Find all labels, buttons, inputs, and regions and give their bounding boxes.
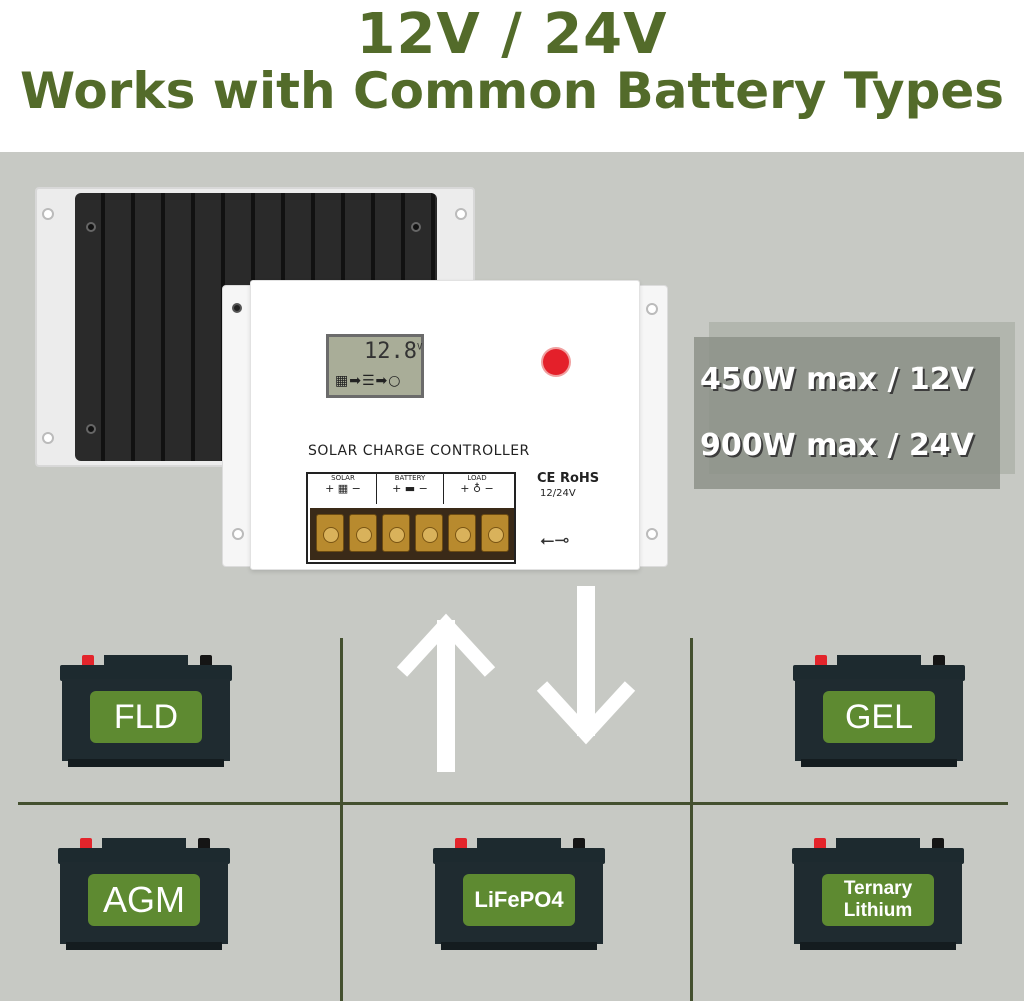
- title-voltage: 12V / 24V: [356, 2, 668, 67]
- terminal-screw[interactable]: [448, 514, 476, 552]
- mount-hole: [646, 528, 658, 540]
- screw-icon: [411, 222, 421, 232]
- battery-agm: AGM: [58, 838, 230, 950]
- spec-box: [709, 322, 1015, 474]
- solar-terminal-label: SOLAR+ ▦ −: [325, 474, 361, 495]
- mount-hole: [646, 303, 658, 315]
- grid-divider: [690, 638, 693, 1001]
- battery-lifepo4: LiFePO4: [433, 838, 605, 950]
- lcd-status-icons: ▦➡☰➡○: [335, 373, 402, 389]
- usb-icon: ⭠⊸: [540, 530, 570, 551]
- battery-ternary-lithium: Ternary Lithium: [792, 838, 964, 950]
- screw-icon: [86, 424, 96, 434]
- battery-label: GEL: [823, 691, 935, 743]
- terminal-screw[interactable]: [316, 514, 344, 552]
- grid-divider: [340, 638, 343, 1001]
- terminal-block: [310, 508, 514, 560]
- load-terminal-label: LOAD+ ♁ −: [460, 474, 494, 495]
- battery-fld: FLD: [60, 655, 232, 767]
- product-label: SOLAR CHARGE CONTROLLER: [308, 443, 530, 459]
- lcd-display: 12.8V ▦➡☰➡○: [326, 334, 424, 398]
- mount-hole: [232, 303, 242, 313]
- terminal-screw[interactable]: [382, 514, 410, 552]
- battery-label: Ternary Lithium: [822, 874, 934, 926]
- mount-hole: [42, 432, 54, 444]
- spec-12v: 450W max / 12V: [700, 362, 974, 397]
- spec-box-shadow: [694, 337, 1000, 489]
- lcd-voltage: 12.8V: [364, 339, 423, 364]
- mount-hole: [42, 208, 54, 220]
- menu-button[interactable]: [543, 349, 569, 375]
- mount-hole: [232, 528, 244, 540]
- voltage-rating: 12/24V: [540, 488, 576, 499]
- terminal-screw[interactable]: [349, 514, 377, 552]
- battery-label: LiFePO4: [463, 874, 575, 926]
- screw-icon: [86, 222, 96, 232]
- title-battery-types: Works with Common Battery Types: [19, 62, 1005, 120]
- battery-gel: GEL: [793, 655, 965, 767]
- mount-hole: [455, 208, 467, 220]
- battery-label: FLD: [90, 691, 202, 743]
- down-arrow-icon: [536, 586, 636, 745]
- battery-terminal-label: BATTERY+ ▬ −: [376, 474, 444, 504]
- certification-marks: CE RoHS: [537, 471, 600, 486]
- terminal-screw[interactable]: [415, 514, 443, 552]
- grid-divider: [18, 802, 1008, 805]
- spec-24v: 900W max / 24V: [700, 428, 974, 463]
- terminal-screw[interactable]: [481, 514, 509, 552]
- battery-label: AGM: [88, 874, 200, 926]
- header: 12V / 24V Works with Common Battery Type…: [0, 0, 1024, 152]
- up-arrow-icon: [396, 613, 496, 772]
